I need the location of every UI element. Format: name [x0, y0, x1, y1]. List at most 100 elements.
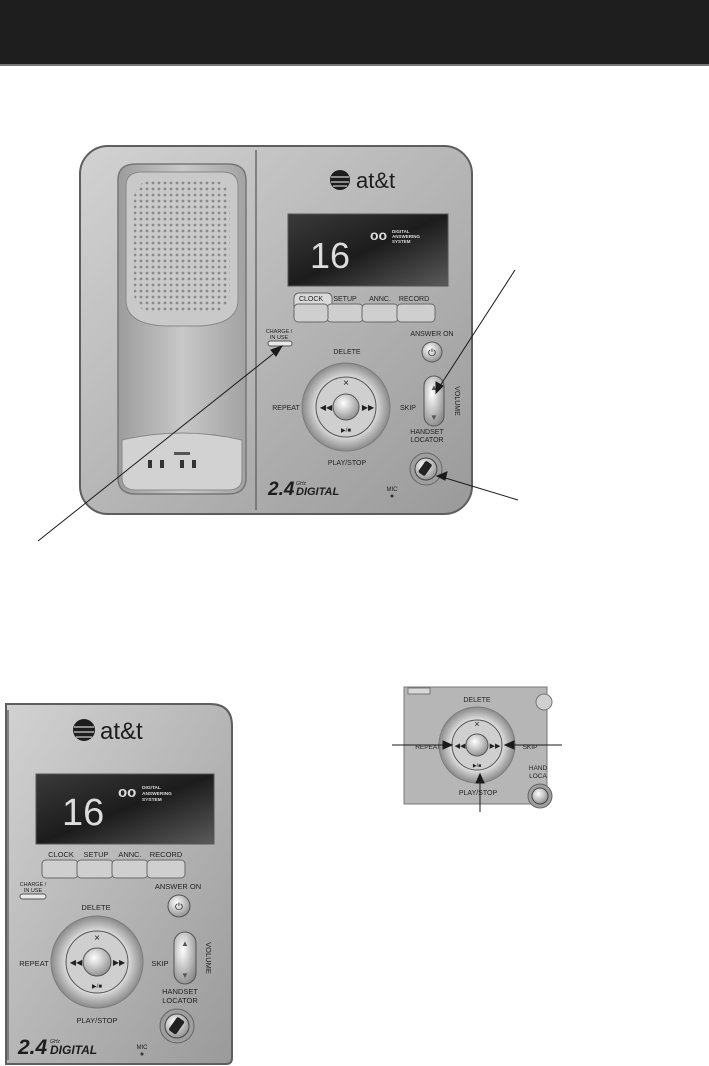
fast-forward-icon-2: ▶▶: [113, 958, 126, 967]
header-bar: [0, 0, 709, 64]
power-icon-2: ⏻: [175, 902, 183, 913]
inset-fast-forward-icon: ▶▶: [490, 743, 501, 750]
svg-text:SYSTEM: SYSTEM: [392, 239, 411, 244]
svg-text:at&t: at&t: [100, 718, 143, 745]
setup-label: SETUP: [333, 296, 357, 303]
svg-text:LOCA: LOCA: [529, 773, 547, 780]
answer-on-button-2[interactable]: [167, 894, 191, 918]
volume-up-icon-2: ▲: [181, 939, 189, 948]
svg-text:2.4: 2.4: [267, 479, 295, 500]
inset-delete-icon: ×: [474, 719, 479, 729]
att-globe-icon-2: [73, 719, 95, 741]
svg-text:DIGITAL: DIGITAL: [392, 229, 410, 234]
svg-text:PLAY/STOP: PLAY/STOP: [328, 460, 367, 467]
svg-text:RECORD: RECORD: [150, 850, 183, 859]
svg-text:REPEAT: REPEAT: [19, 959, 49, 968]
delete-icon: ×: [343, 378, 349, 389]
rewind-icon-2: ◀◀: [70, 958, 83, 967]
svg-text:VOLUME: VOLUME: [204, 942, 213, 974]
tape-icon: oo: [370, 227, 387, 243]
phone-base-main: at&t 16 oo DIGITAL ANSWERING SYSTEM CLOC…: [79, 145, 473, 515]
inset-play-stop-icon: ▶/■: [473, 763, 481, 769]
svg-text:ANSWERING: ANSWERING: [142, 791, 172, 797]
mic-hole: [390, 494, 394, 498]
svg-text:CHARGE /: CHARGE /: [266, 329, 293, 335]
svg-text:LOCATOR: LOCATOR: [162, 996, 198, 1005]
svg-text:DIGITAL: DIGITAL: [296, 486, 339, 498]
svg-text:DELETE: DELETE: [81, 903, 110, 912]
annc-button-2[interactable]: [111, 859, 149, 879]
annc-label: ANNC.: [369, 296, 391, 303]
nav-inset: DELETE × ◀◀ ▶▶ ▶/■ REPEAT SKIP PLAY/STOP…: [392, 686, 562, 812]
volume-down-icon-2: ▼: [181, 971, 189, 980]
volume-up-icon: ▲: [430, 383, 438, 392]
inset-center-button: [465, 733, 489, 757]
svg-text:SYSTEM: SYSTEM: [142, 797, 162, 803]
svg-text:ANNC.: ANNC.: [118, 850, 141, 859]
svg-text:HAND: HAND: [529, 765, 548, 772]
volume-rocker-2[interactable]: [173, 931, 197, 985]
header-rule: [0, 64, 709, 66]
delete-icon-2: ×: [94, 933, 100, 944]
svg-text:DIGITAL: DIGITAL: [50, 1043, 97, 1057]
svg-text:VOLUME: VOLUME: [453, 386, 460, 416]
handset-icon: [418, 461, 432, 476]
charge-in-use-light: [267, 340, 293, 347]
phone-base-detail: at&t 16 oo DIGITAL ANSWERING SYSTEM CLOC…: [5, 703, 233, 1065]
svg-text:GHz: GHz: [50, 1039, 61, 1045]
play-stop-icon: ▶/■: [341, 428, 351, 434]
svg-text:DELETE: DELETE: [463, 697, 491, 704]
svg-text:PLAY/STOP: PLAY/STOP: [77, 1016, 118, 1025]
lcd-display-2: [35, 773, 215, 845]
callout-lines: [37, 269, 519, 542]
function-buttons: CLOCK SETUP ANNC. RECORD: [293, 292, 436, 323]
play-stop-icon-2: ▶/■: [92, 984, 102, 990]
svg-text:DIGITAL: DIGITAL: [142, 785, 161, 791]
volume-down-icon: ▼: [430, 413, 438, 422]
svg-text:16: 16: [62, 792, 104, 834]
svg-text:LOCATOR: LOCATOR: [410, 437, 443, 444]
svg-text:MIC: MIC: [387, 487, 399, 493]
fast-forward-icon: ▶▶: [362, 403, 375, 412]
svg-text:REPEAT: REPEAT: [415, 744, 441, 751]
brand-logo-text: at&t: [356, 168, 395, 193]
setup-button-2[interactable]: [76, 859, 114, 879]
charge-in-use-light-2: [19, 893, 47, 900]
svg-text:REPEAT: REPEAT: [272, 405, 300, 412]
svg-text:SKIP: SKIP: [523, 744, 538, 751]
clock-label: CLOCK: [299, 296, 323, 303]
speaker-grille: [134, 180, 230, 312]
svg-text:GHz: GHz: [296, 481, 307, 487]
svg-text:HANDSET: HANDSET: [410, 429, 444, 436]
svg-text:DELETE: DELETE: [333, 349, 361, 356]
svg-text:SETUP: SETUP: [83, 850, 108, 859]
svg-text:PLAY/STOP: PLAY/STOP: [459, 790, 498, 797]
answer-on-label: ANSWER ON: [410, 331, 453, 338]
inset-rewind-icon: ◀◀: [455, 743, 466, 750]
svg-text:HANDSET: HANDSET: [162, 987, 198, 996]
att-globe-icon: [330, 170, 350, 190]
inset-pointers: [392, 740, 562, 812]
clock-button-2[interactable]: [41, 859, 79, 879]
svg-text:CHARGE /: CHARGE /: [20, 882, 47, 888]
center-button-2[interactable]: [82, 947, 112, 977]
svg-text:2.4: 2.4: [17, 1036, 48, 1059]
record-button-2[interactable]: [146, 859, 186, 879]
svg-text:CLOCK: CLOCK: [48, 850, 74, 859]
mic-hole-2: [140, 1052, 144, 1056]
power-icon: ⏻: [428, 348, 436, 359]
center-button[interactable]: [332, 393, 360, 421]
svg-text:IN USE: IN USE: [24, 888, 43, 894]
svg-text:ANSWERING: ANSWERING: [392, 234, 420, 239]
rewind-icon: ◀◀: [320, 403, 333, 412]
message-counter: 16: [310, 235, 350, 276]
lcd-display: [287, 213, 449, 287]
tape-icon-2: oo: [118, 784, 136, 801]
record-label: RECORD: [399, 296, 429, 303]
svg-text:SKIP: SKIP: [400, 405, 416, 412]
answer-on-button[interactable]: [421, 341, 443, 363]
svg-text:IN USE: IN USE: [270, 335, 289, 341]
svg-text:ANSWER ON: ANSWER ON: [155, 882, 201, 891]
svg-text:SKIP: SKIP: [151, 959, 168, 968]
